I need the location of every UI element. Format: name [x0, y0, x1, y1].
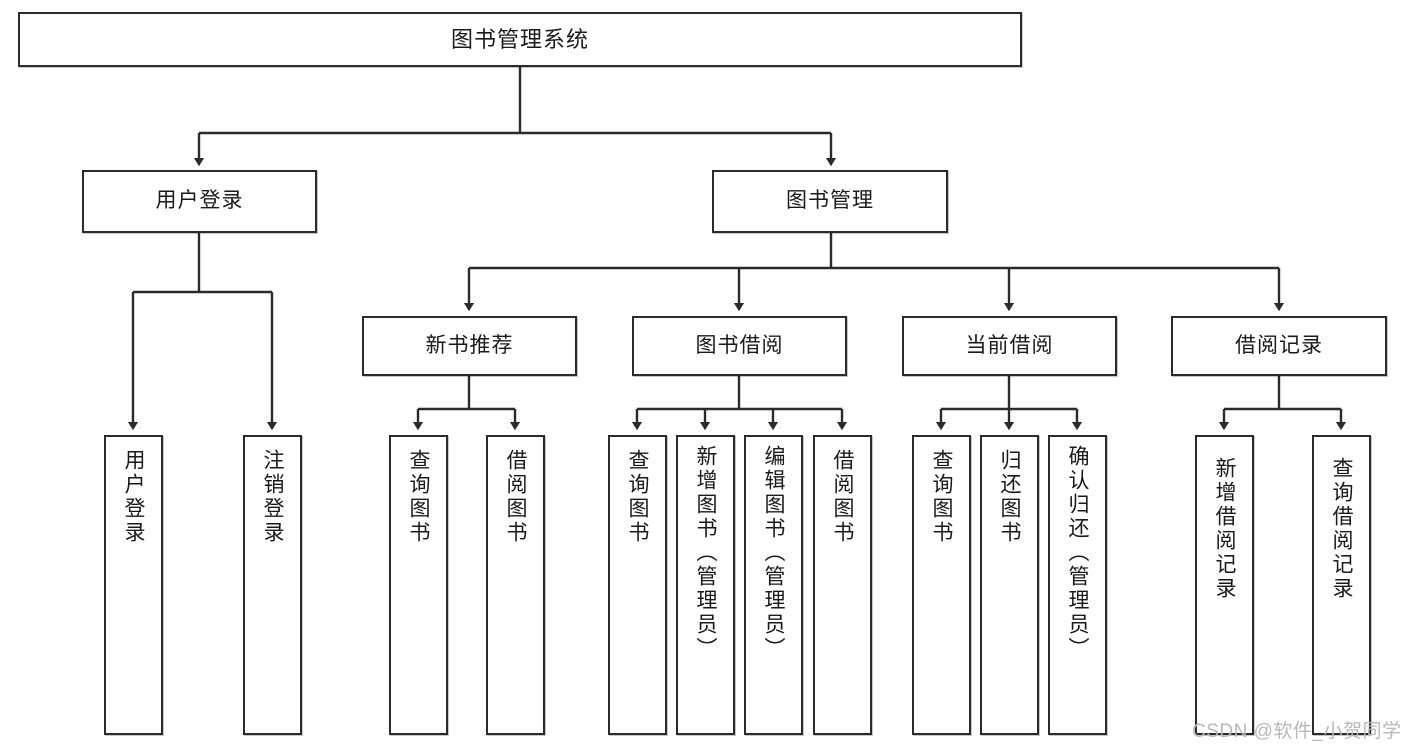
- leaf-new-book-borrow-label: 借阅图书: [504, 449, 527, 545]
- leaf-borrow-record-query-label: 查询借阅记录: [1330, 457, 1353, 601]
- leaf-current-borrow-query-label: 查询图书: [930, 449, 953, 545]
- leaf-current-borrow-confirm[interactable]: 确认归还（管理员）: [1048, 435, 1107, 735]
- leaf-book-borrow-edit-label: 编辑图书（管理员）: [762, 445, 785, 661]
- leaf-book-borrow-add-label: 新增图书（管理员）: [694, 445, 717, 661]
- leaf-user-login-login-label: 用户登录: [122, 449, 145, 545]
- leaf-current-borrow-return[interactable]: 归还图书: [980, 435, 1039, 735]
- node-new-book-recommend-label: 新书推荐: [425, 333, 514, 357]
- node-current-borrow-label: 当前借阅: [965, 333, 1054, 357]
- leaf-user-login-logout-label: 注销登录: [261, 449, 284, 545]
- leaf-current-borrow-query[interactable]: 查询图书: [912, 435, 971, 735]
- leaf-current-borrow-confirm-label: 确认归还（管理员）: [1066, 445, 1089, 661]
- leaf-borrow-record-add-label: 新增借阅记录: [1213, 457, 1236, 601]
- node-root-system[interactable]: 图书管理系统: [18, 12, 1022, 67]
- node-borrow-record[interactable]: 借阅记录: [1171, 316, 1387, 376]
- node-book-manage[interactable]: 图书管理: [712, 170, 948, 233]
- node-user-login-label: 用户登录: [155, 189, 244, 213]
- leaf-new-book-query[interactable]: 查询图书: [389, 435, 448, 735]
- node-book-borrow[interactable]: 图书借阅: [632, 316, 847, 376]
- node-book-borrow-label: 图书借阅: [695, 333, 784, 357]
- leaf-current-borrow-return-label: 归还图书: [998, 449, 1021, 545]
- leaf-book-borrow-add[interactable]: 新增图书（管理员）: [676, 435, 735, 735]
- leaf-borrow-record-add[interactable]: 新增借阅记录: [1195, 435, 1254, 735]
- leaf-new-book-borrow[interactable]: 借阅图书: [486, 435, 545, 735]
- node-new-book-recommend[interactable]: 新书推荐: [362, 316, 577, 376]
- node-current-borrow[interactable]: 当前借阅: [902, 316, 1117, 376]
- leaf-book-borrow-borrow-label: 借阅图书: [831, 449, 854, 545]
- leaf-book-borrow-borrow[interactable]: 借阅图书: [813, 435, 872, 735]
- node-user-login[interactable]: 用户登录: [82, 170, 317, 233]
- leaf-book-borrow-query[interactable]: 查询图书: [608, 435, 667, 735]
- node-borrow-record-label: 借阅记录: [1235, 333, 1323, 357]
- node-root-system-label: 图书管理系统: [450, 26, 589, 52]
- leaf-user-login-logout[interactable]: 注销登录: [243, 435, 302, 735]
- leaf-book-borrow-query-label: 查询图书: [626, 449, 649, 545]
- watermark-credit: CSDN @软件_小贺同学: [1192, 721, 1402, 742]
- leaf-book-borrow-edit[interactable]: 编辑图书（管理员）: [744, 435, 803, 735]
- leaf-user-login-login[interactable]: 用户登录: [104, 435, 163, 735]
- leaf-new-book-query-label: 查询图书: [407, 449, 430, 545]
- node-book-manage-label: 图书管理: [786, 189, 874, 213]
- leaf-borrow-record-query[interactable]: 查询借阅记录: [1312, 435, 1371, 735]
